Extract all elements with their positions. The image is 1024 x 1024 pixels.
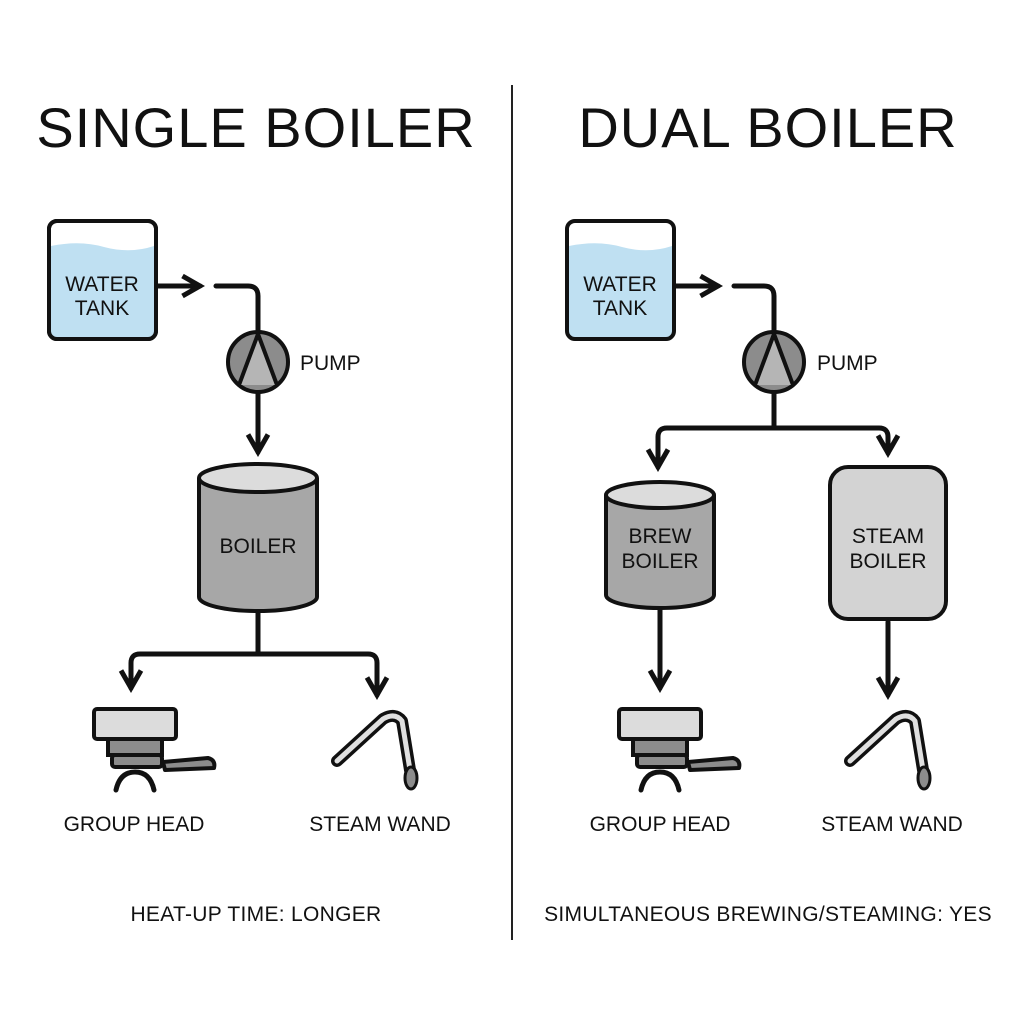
- pipe-boiler-split: [118, 609, 390, 701]
- pump-icon: [226, 330, 290, 394]
- water-tank-icon: WATER TANK: [47, 219, 158, 341]
- pipe-tank-to-pump: [155, 273, 261, 337]
- pump-icon: [742, 330, 806, 394]
- single-boiler-diagram: WATER TANK PUMP BOILER: [47, 219, 451, 836]
- steam-wand-icon: [331, 710, 419, 791]
- water-tank-label-line2: TANK: [593, 297, 647, 320]
- steam-boiler-label-line1: STEAM: [852, 525, 924, 548]
- boiler-label: BOILER: [219, 535, 296, 558]
- water-tank-label-line2: TANK: [75, 297, 129, 320]
- panel-divider: [511, 85, 513, 940]
- pipe-tank-to-pump: [673, 273, 777, 337]
- steam-boiler-label-line2: BOILER: [849, 550, 926, 573]
- single-boiler-title: SINGLE BOILER: [36, 96, 476, 159]
- group-head-label: GROUP HEAD: [590, 813, 731, 836]
- steam-wand-icon: [844, 710, 932, 791]
- dual-boiler-title: DUAL BOILER: [578, 96, 958, 159]
- water-tank-label-line1: WATER: [65, 273, 139, 296]
- brew-boiler-label-line1: BREW: [629, 525, 692, 548]
- steam-wand-label: STEAM WAND: [309, 813, 451, 836]
- brew-boiler-label-line2: BOILER: [621, 550, 698, 573]
- simultaneous-brewing-note: SIMULTANEOUS BREWING/STEAMING: YES: [544, 903, 992, 926]
- dual-boiler-panel: DUAL BOILER WATER TANK PUMP: [512, 0, 1024, 1024]
- steam-boiler-icon: [828, 465, 948, 621]
- pump-label: PUMP: [300, 352, 361, 375]
- group-head-icon: [92, 707, 217, 793]
- brew-boiler-icon: [604, 480, 716, 610]
- group-head-label: GROUP HEAD: [64, 813, 205, 836]
- single-boiler-panel: SINGLE BOILER WATER TANK PUMP: [36, 96, 476, 926]
- pipe-boilers-to-outputs: [647, 607, 901, 701]
- heat-up-time-note: HEAT-UP TIME: LONGER: [130, 903, 382, 926]
- water-tank-icon: WATER TANK: [565, 219, 676, 341]
- steam-wand-label: STEAM WAND: [821, 813, 963, 836]
- group-head-icon: [617, 707, 742, 793]
- water-tank-label-line1: WATER: [583, 273, 657, 296]
- dual-boiler-diagram: WATER TANK PUMP BREW BOILER: [565, 219, 963, 836]
- pump-label: PUMP: [817, 352, 878, 375]
- pipe-pump-split: [645, 390, 901, 473]
